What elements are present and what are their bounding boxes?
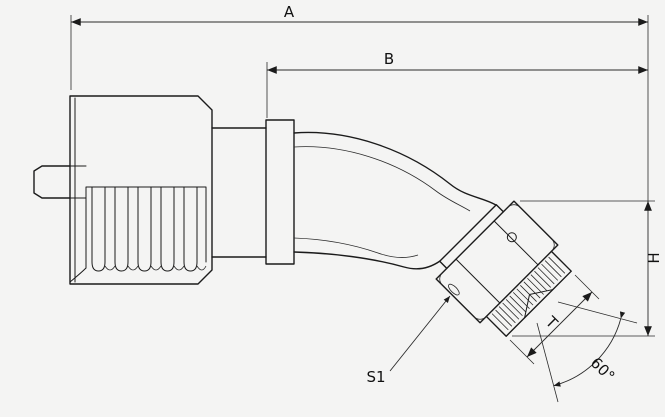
tube-inner-bottom-contour [293,237,419,258]
nut-hex-chamfer-arcs [439,204,555,320]
tube-inner-top-contour [293,146,471,212]
serration-groove [114,186,129,272]
nut-hex-outline [435,200,559,324]
serration-groove [137,186,152,272]
crimp-serrations [69,186,207,283]
angle-arc [553,311,626,387]
angle-leg-upper [557,301,638,324]
dimension-a: A [70,3,649,201]
tube-outer-top [293,131,497,206]
dim-line-t [526,291,593,358]
neck-lines [211,127,267,258]
bent-tube [293,131,497,270]
socket-bell-curve [69,267,87,283]
serration-bottom-arcs [104,265,207,271]
tube-outer-bottom [293,251,441,270]
collar-outline [265,119,295,265]
nut-ball-detail [506,232,517,243]
s1-leader-line [389,295,451,372]
dim-a-label: A [284,3,295,21]
collar [265,119,295,265]
serration-groove [91,186,106,272]
stub-outline [33,165,71,199]
socket-outline [69,95,213,285]
serration-groove [183,186,198,272]
crimp-socket [69,95,213,285]
nut-hex-flat-lines [455,220,539,304]
nut-thread-hatch [491,256,566,331]
fitting-body [33,95,572,337]
hex-flat-marking [448,283,460,296]
hose-stub [33,165,87,199]
s1-label: S1 [366,368,385,386]
neck [211,127,267,258]
dim-b-label: B [384,50,394,68]
dimension-b: B [266,50,648,118]
angle-label: 60° [587,354,619,386]
swivel-nut [435,200,572,337]
serration-groove [160,186,175,272]
dim-t-label: T [541,312,562,333]
ext-line-t-lower [509,339,535,365]
nut-back-collar [439,204,505,270]
s1-callout: S1 [366,295,451,386]
serration-frame [85,186,207,269]
ext-line-t-upper [574,274,600,300]
dim-h-label: H [645,252,663,263]
angle-leg-lower [536,322,559,403]
stub-bore-lines [69,165,87,199]
